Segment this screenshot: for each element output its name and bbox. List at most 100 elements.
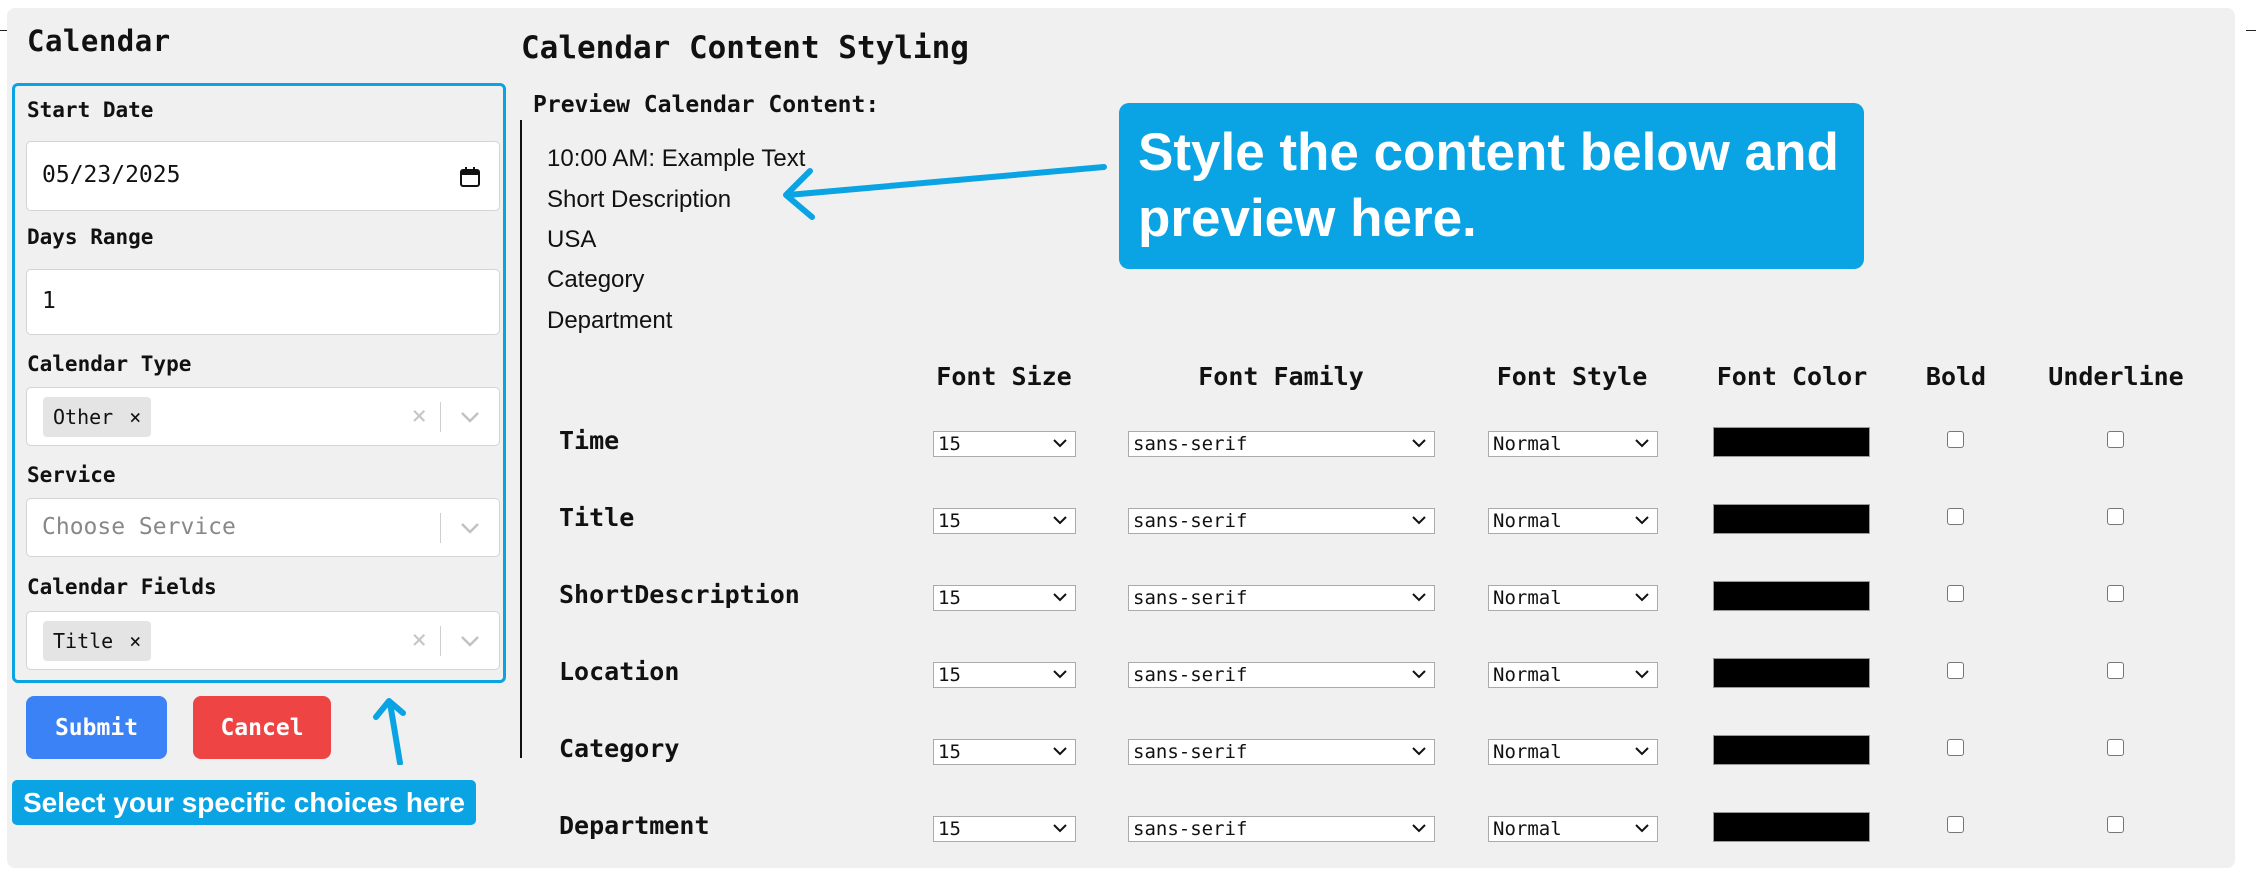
row-label: Category bbox=[559, 734, 680, 763]
calendar-fields-label: Calendar Fields bbox=[27, 575, 217, 599]
font-family-select[interactable]: sans-serif bbox=[1128, 431, 1435, 457]
chevron-down-icon bbox=[1053, 824, 1067, 833]
preview-line-category: Category bbox=[547, 266, 645, 293]
chevron-down-icon bbox=[1053, 747, 1067, 756]
header-font-size: Font Size bbox=[936, 362, 1072, 391]
font-size-value: 15 bbox=[938, 818, 961, 840]
calendar-type-tag-label: Other bbox=[53, 405, 114, 429]
preview-label: Preview Calendar Content: bbox=[533, 92, 880, 118]
chevron-down-icon bbox=[1412, 747, 1426, 756]
font-family-value: sans-serif bbox=[1133, 741, 1248, 763]
font-color-picker[interactable] bbox=[1713, 427, 1870, 457]
font-color-picker[interactable] bbox=[1713, 735, 1870, 765]
font-size-select[interactable]: 15 bbox=[933, 508, 1076, 534]
chevron-down-icon bbox=[1635, 439, 1649, 448]
underline-checkbox[interactable] bbox=[2107, 739, 2124, 756]
underline-checkbox[interactable] bbox=[2107, 662, 2124, 679]
font-style-value: Normal bbox=[1493, 510, 1562, 532]
header-bold: Bold bbox=[1925, 362, 1987, 391]
preview-callout: Style the content below and preview here… bbox=[1119, 103, 1864, 269]
select-separator bbox=[440, 513, 441, 543]
service-select[interactable]: Choose Service bbox=[26, 498, 500, 557]
font-color-picker[interactable] bbox=[1713, 812, 1870, 842]
chevron-down-icon bbox=[1412, 516, 1426, 525]
calendar-fields-select[interactable]: Title × × bbox=[26, 611, 500, 670]
service-placeholder: Choose Service bbox=[42, 514, 236, 540]
row-label: Time bbox=[559, 426, 620, 455]
font-family-select[interactable]: sans-serif bbox=[1128, 739, 1435, 765]
arrow-left-icon bbox=[783, 164, 1107, 220]
preview-line-location: USA bbox=[547, 226, 597, 253]
remove-tag-icon[interactable]: × bbox=[129, 405, 142, 429]
row-label: ShortDescription bbox=[559, 580, 800, 609]
font-style-select[interactable]: Normal bbox=[1488, 585, 1658, 611]
font-style-select[interactable]: Normal bbox=[1488, 662, 1658, 688]
header-font-color: Font Color bbox=[1716, 362, 1868, 391]
clear-selection-icon[interactable]: × bbox=[411, 625, 427, 655]
font-family-value: sans-serif bbox=[1133, 664, 1248, 686]
chevron-down-icon bbox=[1412, 824, 1426, 833]
font-style-select[interactable]: Normal bbox=[1488, 739, 1658, 765]
selection-highlight-box bbox=[12, 83, 506, 683]
font-size-select[interactable]: 15 bbox=[933, 585, 1076, 611]
bold-checkbox[interactable] bbox=[1947, 739, 1964, 756]
chevron-down-icon bbox=[1053, 593, 1067, 602]
top-rule-left bbox=[0, 30, 8, 31]
font-style-select[interactable]: Normal bbox=[1488, 508, 1658, 534]
underline-checkbox[interactable] bbox=[2107, 585, 2124, 602]
font-size-select[interactable]: 15 bbox=[933, 431, 1076, 457]
cancel-button[interactable]: Cancel bbox=[193, 696, 331, 759]
underline-checkbox[interactable] bbox=[2107, 816, 2124, 833]
chevron-down-icon bbox=[1635, 516, 1649, 525]
underline-checkbox[interactable] bbox=[2107, 431, 2124, 448]
font-size-select[interactable]: 15 bbox=[933, 739, 1076, 765]
font-style-value: Normal bbox=[1493, 433, 1562, 455]
header-font-style: Font Style bbox=[1496, 362, 1648, 391]
chevron-down-icon[interactable] bbox=[459, 630, 481, 652]
arrow-up-icon bbox=[373, 698, 406, 765]
font-color-picker[interactable] bbox=[1713, 581, 1870, 611]
bold-checkbox[interactable] bbox=[1947, 662, 1964, 679]
header-underline: Underline bbox=[2048, 362, 2184, 391]
font-style-select[interactable]: Normal bbox=[1488, 816, 1658, 842]
remove-tag-icon[interactable]: × bbox=[129, 629, 142, 653]
preview-line-description: Short Description bbox=[547, 186, 732, 213]
calendar-title: Calendar bbox=[27, 24, 171, 58]
chevron-down-icon[interactable] bbox=[459, 517, 481, 539]
days-range-value: 1 bbox=[42, 288, 56, 314]
font-family-select[interactable]: sans-serif bbox=[1128, 585, 1435, 611]
bold-checkbox[interactable] bbox=[1947, 816, 1964, 833]
font-family-select[interactable]: sans-serif bbox=[1128, 508, 1435, 534]
clear-selection-icon[interactable]: × bbox=[411, 401, 427, 431]
font-family-select[interactable]: sans-serif bbox=[1128, 662, 1435, 688]
font-family-value: sans-serif bbox=[1133, 818, 1248, 840]
service-label: Service bbox=[27, 463, 116, 487]
font-family-select[interactable]: sans-serif bbox=[1128, 816, 1435, 842]
font-style-value: Normal bbox=[1493, 664, 1562, 686]
underline-checkbox[interactable] bbox=[2107, 508, 2124, 525]
submit-button[interactable]: Submit bbox=[26, 696, 167, 759]
font-color-picker[interactable] bbox=[1713, 658, 1870, 688]
bold-checkbox[interactable] bbox=[1947, 431, 1964, 448]
row-label: Department bbox=[559, 811, 710, 840]
styling-title: Calendar Content Styling bbox=[521, 30, 969, 66]
font-size-select[interactable]: 15 bbox=[933, 816, 1076, 842]
days-range-input[interactable]: 1 bbox=[26, 269, 500, 335]
font-style-select[interactable]: Normal bbox=[1488, 431, 1658, 457]
preview-line-time: 10:00 AM: Example Text bbox=[547, 145, 806, 172]
calendar-icon[interactable] bbox=[459, 166, 481, 188]
calendar-type-select[interactable]: Other × × bbox=[26, 387, 500, 446]
bold-checkbox[interactable] bbox=[1947, 585, 1964, 602]
start-date-input[interactable]: 05/23/2025 bbox=[26, 141, 500, 211]
chevron-down-icon bbox=[1635, 747, 1649, 756]
choices-callout: Select your specific choices here bbox=[12, 780, 476, 825]
font-size-value: 15 bbox=[938, 510, 961, 532]
font-family-value: sans-serif bbox=[1133, 587, 1248, 609]
select-separator bbox=[440, 626, 441, 656]
days-range-label: Days Range bbox=[27, 225, 154, 249]
font-color-picker[interactable] bbox=[1713, 504, 1870, 534]
top-rule-right bbox=[2246, 30, 2256, 31]
chevron-down-icon[interactable] bbox=[459, 406, 481, 428]
font-size-select[interactable]: 15 bbox=[933, 662, 1076, 688]
bold-checkbox[interactable] bbox=[1947, 508, 1964, 525]
